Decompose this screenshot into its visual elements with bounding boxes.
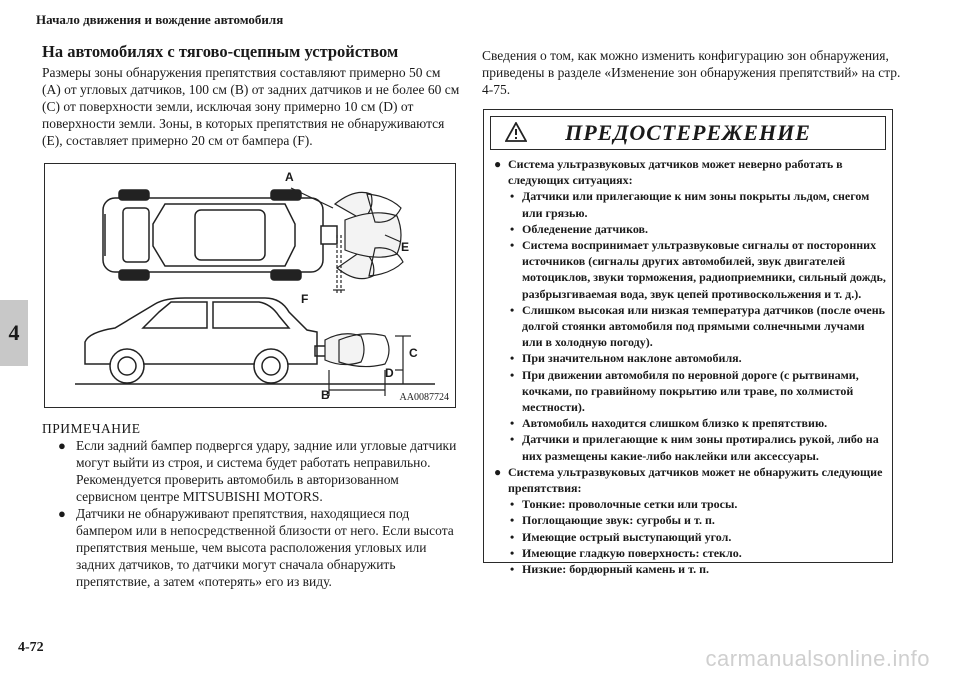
warning-box: ПРЕДОСТЕРЕЖЕНИЕ ● Система ультразвуковых… (483, 109, 893, 576)
main-section: На автомобилях с тягово-сцепным устройст… (42, 42, 462, 149)
warning-title: ПРЕДОСТЕРЕЖЕНИЕ (565, 120, 811, 145)
warning-subbullet: • (510, 221, 515, 236)
warning-body: ● Система ультразвуковых датчиков может … (492, 156, 888, 577)
warning-item-text: Датчики и прилегающие к ним зоны протира… (522, 432, 879, 463)
warning-heading-text: Система ультразвуковых датчиков может не… (508, 464, 883, 496)
zone-config-reference: Сведения о том, как можно изменить конфи… (482, 48, 901, 97)
warning-item: • Тонкие: проволочные сетки или тросы. (492, 496, 888, 512)
warning-item-text: Тонкие: проволочные сетки или тросы. (522, 497, 738, 512)
note-item: ● Датчики не обнаруживают препятствия, н… (42, 505, 462, 590)
warning-item-text: Датчики или прилегающие к ним зоны покры… (522, 189, 870, 220)
warning-triangle-icon (504, 121, 528, 147)
warning-item-text: Автомобиль находится слишком близко к пр… (522, 416, 828, 431)
warning-subbullet: • (510, 351, 515, 366)
warning-item: • Низкие: бордюрный камень и т. п. (492, 561, 888, 577)
warning-item-text: Обледенение датчиков. (522, 221, 648, 236)
chapter-number: 4 (8, 320, 20, 345)
warning-header: ПРЕДОСТЕРЕЖЕНИЕ (490, 116, 886, 150)
section-title: На автомобилях с тягово-сцепным устройст… (42, 42, 399, 61)
warning-item: • Имеющие острый выступающий угол. (492, 529, 888, 545)
warning-group-heading: ● Система ультразвуковых датчиков может … (492, 464, 888, 496)
warning-subbullet: • (510, 529, 515, 544)
side-view-zones (324, 333, 411, 396)
label-b: B (321, 388, 330, 402)
warning-item-text: При значительном наклоне автомобиля. (522, 351, 742, 366)
warning-item: • Автомобиль находится слишком близко к п… (492, 415, 888, 431)
warning-subbullet: • (510, 238, 515, 253)
note-bullet: ● (58, 438, 66, 453)
page-header: Начало движения и вождение автомобиля (36, 12, 284, 27)
warning-item: • При значительном наклоне автомобиля. (492, 350, 888, 366)
warning-subbullet: • (510, 367, 515, 382)
warning-item: • Датчики и прилегающие к ним зоны протир… (492, 431, 888, 463)
warning-subbullet: • (510, 189, 515, 204)
warning-item-text: Имеющие гладкую поверхность: стекло. (522, 545, 742, 560)
warning-item: • Поглощающие звук: сугробы и т. п. (492, 512, 888, 528)
note-item-text: Датчики не обнаруживают препятствия, нах… (76, 506, 454, 589)
warning-heading-text: Система ультразвуковых датчиков может не… (508, 157, 843, 188)
top-view-car (102, 189, 338, 281)
warning-item: • Датчики или прилегающие к ним зоны покр… (492, 188, 888, 220)
figure-code: AA0087724 (399, 392, 449, 403)
warning-subbullet: • (510, 416, 515, 431)
warning-item-text: Низкие: бордюрный камень и т. п. (522, 562, 710, 577)
warning-item: • Обледенение датчиков. (492, 221, 888, 237)
warning-item-text: Поглощающие звук: сугробы и т. п. (522, 513, 715, 528)
label-c: C (409, 346, 418, 360)
label-d: D (385, 366, 394, 380)
warning-subbullet: • (510, 513, 515, 528)
warning-item-text: При движении автомобиля по неровной доро… (522, 367, 859, 415)
warning-item-text: Слишком высокая или низкая температура д… (522, 302, 885, 350)
note-title: ПРИМЕЧАНИЕ (42, 421, 141, 436)
label-f: F (301, 292, 309, 306)
warning-subbullet: • (510, 432, 515, 447)
warning-subbullet: • (510, 497, 515, 512)
warning-bullet: ● (494, 157, 502, 171)
watermark: carmanualsonline.info (705, 646, 930, 671)
note-block: ПРИМЕЧАНИЕ ● Если задний бампер подвергс… (42, 420, 462, 590)
warning-subbullet: • (510, 545, 515, 560)
warning-group-heading: ● Система ультразвуковых датчиков может … (492, 156, 888, 188)
warning-bullet: ● (494, 464, 502, 479)
top-view-zones (290, 187, 404, 294)
detection-zone-figure: A E F C D B AA0087724 (44, 163, 456, 408)
warning-item: • Имеющие гладкую поверхность: стекло. (492, 545, 888, 561)
warning-subbullet: • (510, 562, 515, 577)
label-a: A (285, 170, 294, 184)
warning-item-text: Имеющие острый выступающий угол. (522, 529, 732, 544)
page-number: 4-72 (18, 640, 44, 655)
warning-item: • Система воспринимает ультразвуковые сиг… (492, 237, 888, 302)
warning-item: • При движении автомобиля по неровной дор… (492, 367, 888, 416)
chapter-tab: 4 (0, 300, 28, 366)
note-bullet: ● (58, 506, 66, 521)
car-diagram (75, 187, 435, 396)
label-e: E (401, 240, 410, 254)
note-item: ● Если задний бампер подвергся удару, за… (42, 437, 462, 505)
warning-item: • Слишком высокая или низкая температура … (492, 302, 888, 351)
section-paragraph: Размеры зоны обнаружения препятствия сос… (42, 65, 460, 148)
warning-subbullet: • (510, 302, 515, 317)
warning-item-text: Система воспринимает ультразвуковые сигн… (522, 238, 886, 301)
side-view-car (75, 297, 435, 385)
note-item-text: Если задний бампер подвергся удару, задн… (76, 438, 457, 504)
